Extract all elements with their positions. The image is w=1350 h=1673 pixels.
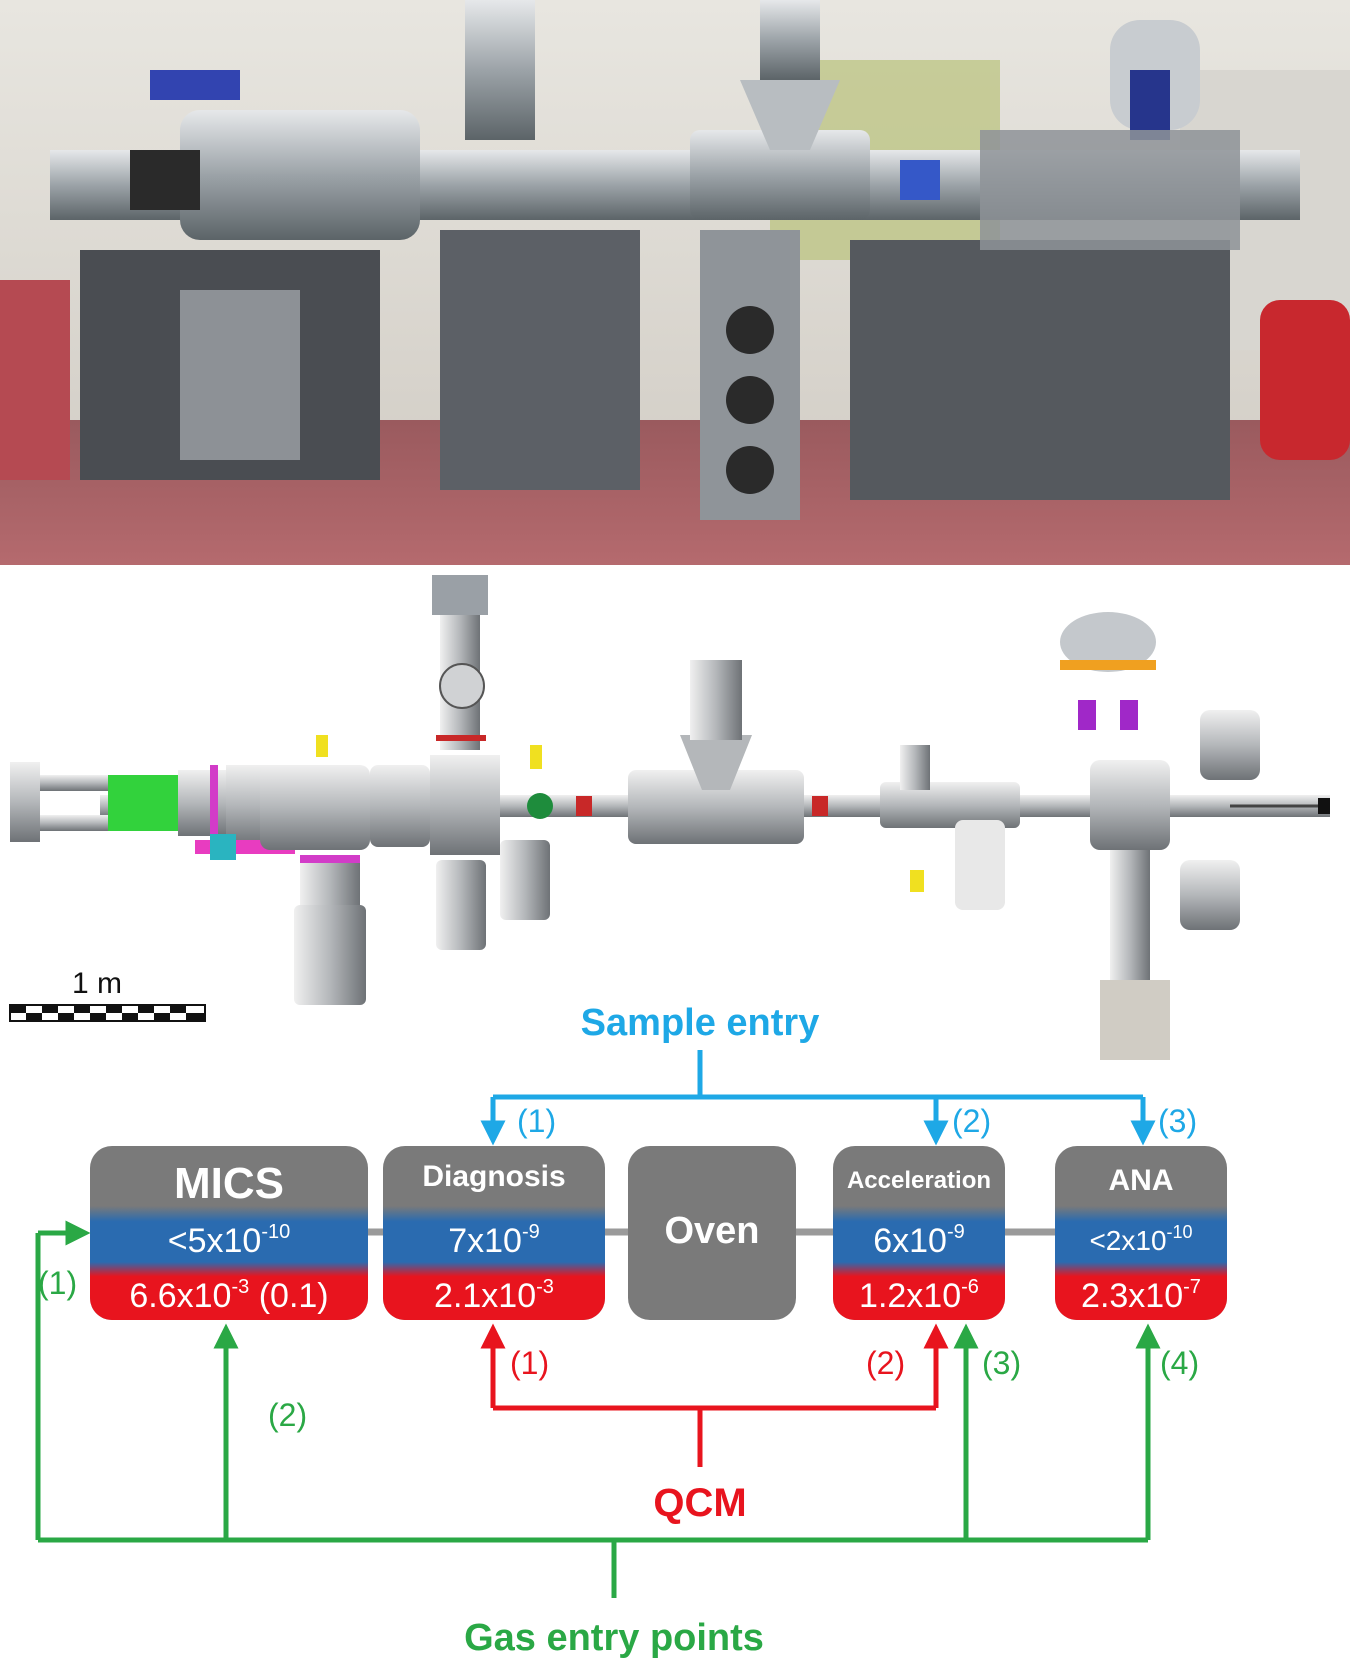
- chamber-acceleration: [833, 1146, 1005, 1320]
- chamber-mics-base-pressure: <5x10-10: [168, 1221, 291, 1260]
- sample-entry-point-1: (1): [517, 1103, 556, 1139]
- sample-entry-lines: [480, 1050, 1156, 1146]
- chamber-acceleration-working-pressure: 1.2x10-6: [859, 1276, 979, 1315]
- qcm-point-2: (2): [866, 1345, 905, 1381]
- gas-entry-point-4: (4): [1160, 1345, 1199, 1381]
- chamber-oven: [628, 1146, 796, 1320]
- chamber-diagnosis: [383, 1146, 605, 1320]
- chamber-diagnosis-base-pressure: 7x10-9: [448, 1221, 540, 1260]
- gas-entry-point-3: (3): [982, 1345, 1021, 1381]
- sample-entry-label: Sample entry: [581, 1002, 820, 1044]
- chamber-acceleration-base-pressure: 6x10-9: [873, 1221, 965, 1260]
- sample-entry-point-3: (3): [1158, 1103, 1197, 1139]
- gas-entry-label: Gas entry points: [464, 1617, 764, 1659]
- qcm-lines: [480, 1323, 949, 1467]
- scale-bar: [9, 1004, 206, 1022]
- chamber-ana-name: ANA: [1109, 1164, 1174, 1197]
- chamber-ana: [1055, 1146, 1227, 1320]
- scale-bar-label: 1 m: [72, 967, 122, 1000]
- chamber-ana-working-pressure: 2.3x10-7: [1081, 1276, 1201, 1315]
- chamber-ana-base-pressure: <2x10-10: [1089, 1222, 1192, 1256]
- lab-photo: [0, 0, 1350, 565]
- gas-entry-point-2: (2): [268, 1397, 307, 1433]
- chamber-mics: [90, 1146, 368, 1320]
- sample-entry-point-2: (2): [952, 1103, 991, 1139]
- chamber-acceleration-name: Acceleration: [847, 1167, 991, 1194]
- cad-layout-drawing: 1 m: [9, 575, 1330, 1060]
- chamber-mics-name: MICS: [174, 1159, 284, 1208]
- qcm-label: QCM: [653, 1481, 746, 1525]
- chamber-mics-working-pressure: 6.6x10-3 (0.1): [129, 1276, 328, 1315]
- qcm-point-1: (1): [510, 1345, 549, 1381]
- chamber-diagnosis-working-pressure: 2.1x10-3: [434, 1276, 554, 1315]
- chamber-oven-name: Oven: [664, 1210, 759, 1252]
- gas-entry-lines: [35, 1220, 1161, 1598]
- chamber-diagnosis-name: Diagnosis: [422, 1160, 565, 1193]
- gas-entry-point-1: (1): [38, 1265, 77, 1301]
